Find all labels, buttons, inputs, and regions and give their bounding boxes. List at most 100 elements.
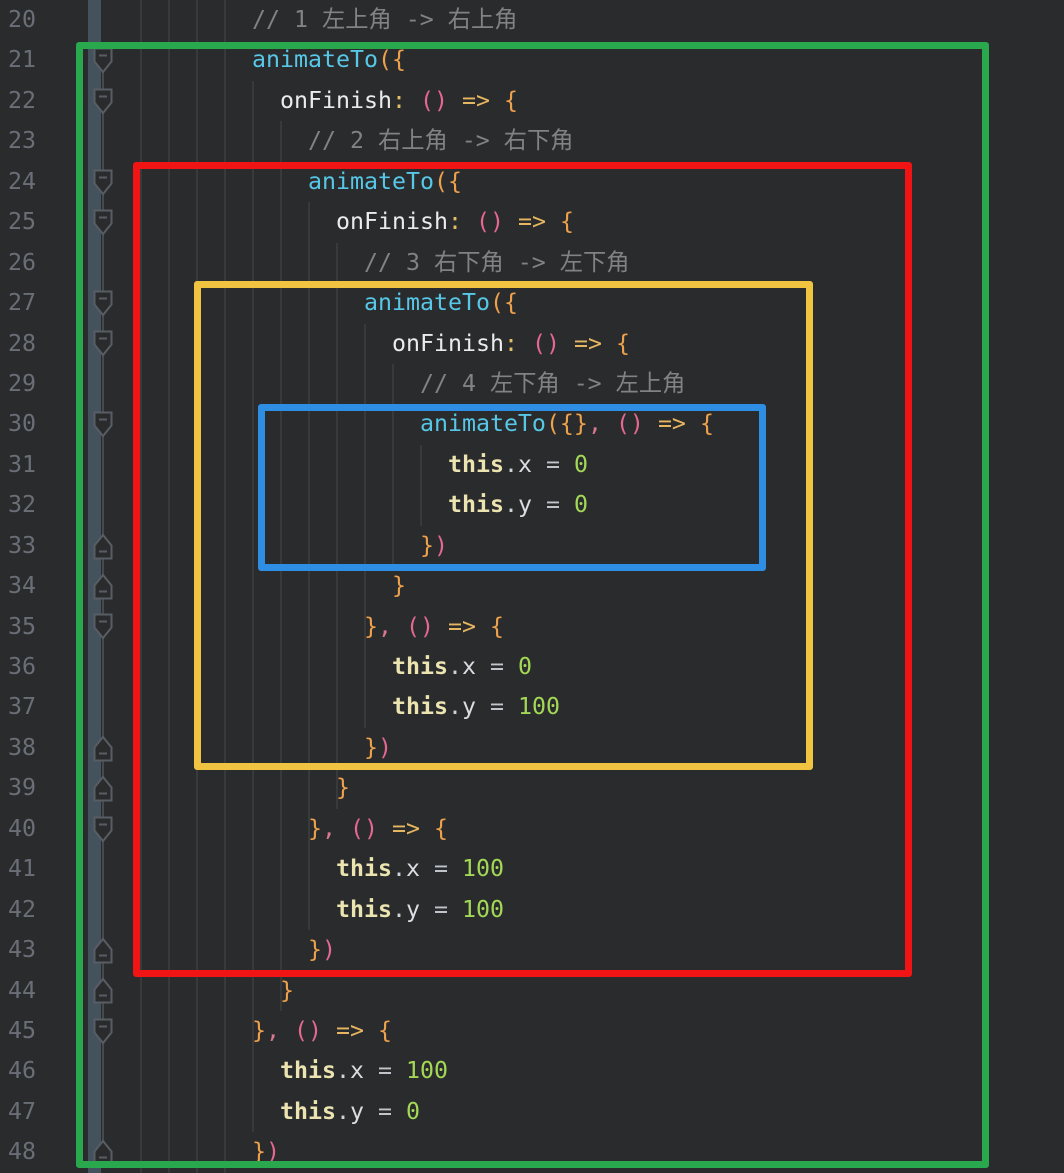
code-line[interactable]: }, () => { bbox=[126, 809, 714, 849]
code-line[interactable]: animateTo({ bbox=[126, 283, 714, 323]
code-token: = bbox=[433, 895, 448, 923]
line-number[interactable]: 27 bbox=[8, 289, 36, 317]
fold-end-icon[interactable] bbox=[92, 775, 114, 802]
line-number[interactable]: 42 bbox=[8, 895, 36, 923]
line-number[interactable]: 35 bbox=[8, 612, 36, 640]
fold-end-icon[interactable] bbox=[92, 573, 114, 600]
code-line[interactable]: }, () => { bbox=[126, 607, 714, 647]
line-number[interactable]: 46 bbox=[8, 1057, 36, 1085]
code-token: y bbox=[349, 1097, 364, 1125]
code-token: => bbox=[335, 1016, 364, 1044]
code-line[interactable]: } bbox=[126, 971, 714, 1011]
code-line[interactable]: // 3 右下角 -> 左下角 bbox=[126, 243, 714, 283]
line-number[interactable]: 34 bbox=[8, 572, 36, 600]
line-number[interactable]: 39 bbox=[8, 774, 36, 802]
fold-end-icon[interactable] bbox=[92, 977, 114, 1004]
code-token bbox=[448, 87, 462, 114]
line-number[interactable]: 43 bbox=[8, 936, 36, 964]
line-number[interactable]: 40 bbox=[8, 814, 36, 842]
code-token: = bbox=[545, 450, 560, 478]
line-number[interactable]: 37 bbox=[8, 693, 36, 721]
code-line[interactable]: // 4 左下角 -> 左上角 bbox=[126, 364, 714, 404]
fold-collapse-icon[interactable] bbox=[92, 613, 114, 641]
code-line[interactable]: }) bbox=[126, 728, 714, 768]
code-line[interactable]: animateTo({ bbox=[126, 40, 714, 80]
fold-end-icon[interactable] bbox=[92, 532, 114, 560]
code-line[interactable]: this.y = 100 bbox=[126, 687, 714, 727]
code-line[interactable]: }, () => { bbox=[126, 1011, 714, 1051]
fold-end-icon[interactable] bbox=[92, 1139, 114, 1166]
code-token: } bbox=[279, 976, 294, 1004]
line-number[interactable]: 45 bbox=[8, 1016, 36, 1044]
code-token bbox=[644, 410, 658, 437]
line-number[interactable]: 21 bbox=[8, 46, 36, 74]
fold-collapse-icon[interactable] bbox=[92, 816, 114, 843]
line-number[interactable]: 29 bbox=[8, 369, 36, 397]
code-line[interactable]: }) bbox=[126, 930, 714, 970]
code-token: 100 bbox=[517, 693, 560, 721]
line-number[interactable]: 48 bbox=[8, 1138, 36, 1166]
code-token: = bbox=[377, 1057, 392, 1085]
line-number[interactable]: 24 bbox=[8, 167, 36, 195]
line-number[interactable]: 31 bbox=[8, 450, 36, 478]
code-token bbox=[126, 532, 420, 559]
fold-collapse-icon[interactable] bbox=[92, 1018, 114, 1045]
line-number[interactable]: 36 bbox=[8, 653, 36, 680]
code-token bbox=[126, 87, 280, 114]
fold-collapse-icon[interactable] bbox=[92, 209, 114, 236]
code-line[interactable]: this.y = 100 bbox=[126, 890, 714, 930]
code-line[interactable]: this.y = 0 bbox=[126, 485, 714, 525]
code-line[interactable]: // 1 左上角 -> 右上角 bbox=[126, 0, 714, 40]
indent-guide bbox=[168, 0, 170, 1173]
code-line[interactable]: // 2 右上角 -> 右下角 bbox=[126, 121, 714, 161]
code-line[interactable]: animateTo({ bbox=[126, 162, 714, 202]
code-token: . bbox=[391, 895, 406, 923]
fold-collapse-icon[interactable] bbox=[92, 47, 114, 74]
code-token bbox=[518, 330, 532, 357]
code-line[interactable]: onFinish: () => { bbox=[126, 202, 714, 242]
line-number[interactable]: 26 bbox=[8, 248, 36, 276]
line-number[interactable]: 44 bbox=[8, 976, 36, 1004]
code-token bbox=[602, 330, 616, 357]
fold-end-icon[interactable] bbox=[92, 735, 114, 762]
code-token bbox=[448, 855, 462, 882]
code-line[interactable]: onFinish: () => { bbox=[126, 324, 714, 364]
code-token bbox=[126, 774, 336, 801]
code-line[interactable]: }) bbox=[126, 1132, 714, 1172]
code-line[interactable]: this.x = 100 bbox=[126, 849, 714, 889]
line-number[interactable]: 38 bbox=[8, 733, 36, 761]
line-number[interactable]: 20 bbox=[8, 6, 36, 33]
code-token: , bbox=[587, 410, 602, 438]
code-token bbox=[126, 289, 364, 316]
code-line[interactable]: } bbox=[126, 566, 714, 606]
fold-end-icon[interactable] bbox=[92, 937, 114, 964]
line-number[interactable]: 33 bbox=[8, 531, 36, 559]
code-area[interactable]: // 1 左上角 -> 右上角 animateTo({ onFinish: ()… bbox=[126, 0, 714, 1173]
code-token bbox=[420, 855, 434, 882]
line-number[interactable]: 22 bbox=[8, 86, 36, 114]
line-number[interactable]: 23 bbox=[8, 127, 36, 155]
line-number[interactable]: 32 bbox=[8, 491, 36, 519]
code-line[interactable]: animateTo({}, () => { bbox=[126, 404, 714, 444]
fold-collapse-icon[interactable] bbox=[92, 330, 114, 357]
fold-collapse-icon[interactable] bbox=[92, 411, 114, 438]
code-token: => bbox=[517, 208, 546, 236]
code-line[interactable]: this.x = 100 bbox=[126, 1051, 714, 1091]
code-line[interactable]: onFinish: () => { bbox=[126, 81, 714, 121]
code-token: this bbox=[447, 491, 504, 519]
code-token: // 3 右下角 -> 左下角 bbox=[363, 248, 630, 276]
line-number[interactable]: 25 bbox=[8, 208, 36, 236]
line-number[interactable]: 28 bbox=[8, 329, 36, 357]
code-line[interactable]: } bbox=[126, 768, 714, 808]
code-line[interactable]: this.x = 0 bbox=[126, 445, 714, 485]
line-number[interactable]: 41 bbox=[8, 855, 36, 883]
code-line[interactable]: }) bbox=[126, 526, 714, 566]
fold-collapse-icon[interactable] bbox=[92, 88, 114, 115]
code-line[interactable]: this.x = 0 bbox=[126, 647, 714, 687]
code-token bbox=[126, 693, 392, 720]
line-number[interactable]: 30 bbox=[8, 410, 36, 438]
line-number[interactable]: 47 bbox=[8, 1097, 36, 1125]
fold-collapse-icon[interactable] bbox=[92, 290, 114, 317]
fold-collapse-icon[interactable] bbox=[92, 169, 114, 196]
code-line[interactable]: this.y = 0 bbox=[126, 1092, 714, 1132]
